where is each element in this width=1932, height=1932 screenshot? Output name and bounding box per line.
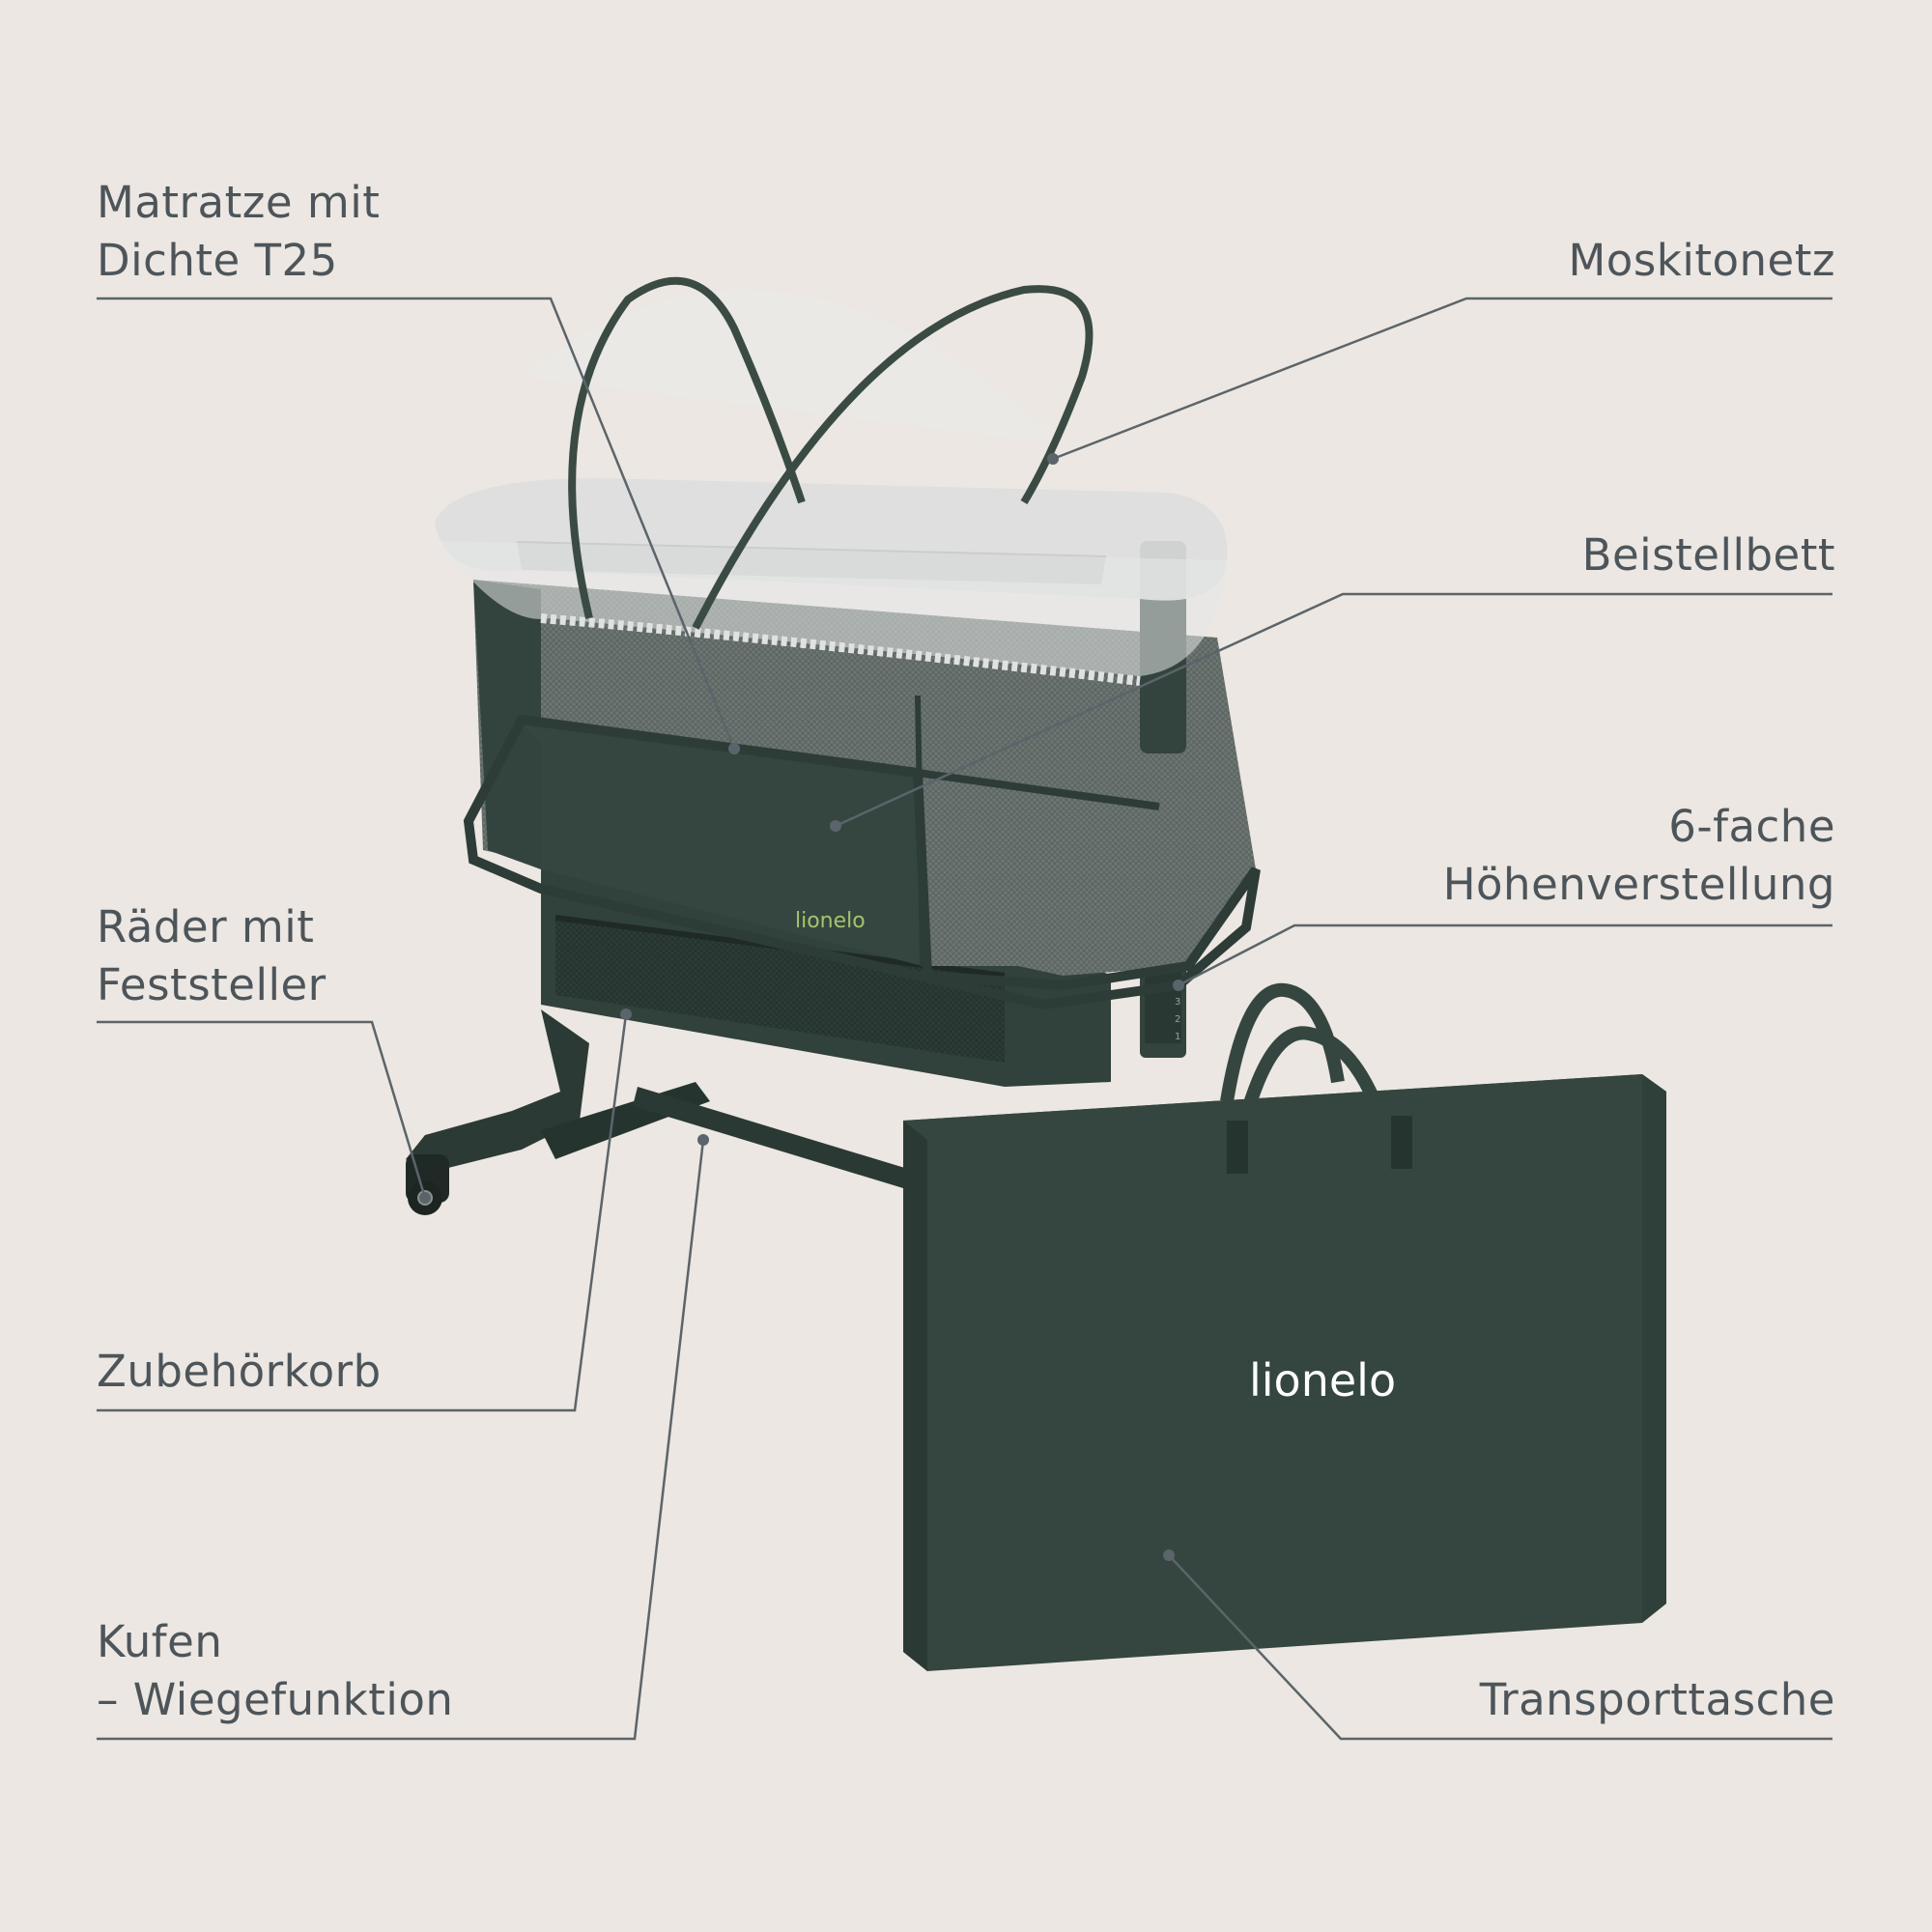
mosquito-net [435, 276, 1228, 686]
label-rockers-line1: Kufen [97, 1616, 223, 1667]
svg-text:3: 3 [1175, 997, 1180, 1008]
label-net: Moskitonetz [1568, 232, 1835, 290]
label-cot-text: Beistellbett [1581, 529, 1835, 581]
label-mattress-line2: Dichte T25 [97, 235, 338, 286]
label-wheels-line2: Feststeller [97, 959, 327, 1010]
leader-basket [97, 1013, 628, 1412]
svg-text:1: 1 [1175, 1032, 1180, 1042]
bedside-cot: lionelo [463, 541, 1261, 1010]
bag-logo: lionelo [1249, 1354, 1396, 1406]
leader-dots [419, 453, 1184, 1561]
label-mattress-line1: Matratze mit [97, 177, 381, 228]
label-bag-text: Transporttasche [1479, 1674, 1835, 1725]
label-rockers-line2: – Wiegefunktion [97, 1674, 454, 1725]
canopy-arch-2 [692, 285, 1094, 630]
label-net-text: Moskitonetz [1568, 235, 1835, 286]
cot-logo: lionelo [795, 909, 866, 933]
transport-bag: lionelo [903, 982, 1666, 1671]
leader-net [1052, 297, 1833, 461]
label-wheels-line1: Räder mit [97, 901, 315, 952]
label-height: 6-fache Höhenverstellung [1443, 798, 1835, 914]
label-wheels: Räder mit Feststeller [97, 898, 327, 1014]
cot-side-panel [517, 720, 923, 966]
label-height-line2: Höhenverstellung [1442, 859, 1835, 910]
leader-mattress [97, 297, 736, 750]
leader-wheels [97, 1020, 427, 1199]
leader-bag [1168, 1554, 1833, 1741]
rocker-bar [633, 1087, 908, 1188]
label-height-line1: 6-fache [1668, 801, 1835, 852]
accessory-basket [555, 918, 1005, 1063]
svg-text:2: 2 [1175, 1014, 1180, 1025]
label-cot: Beistellbett [1582, 526, 1835, 584]
leader-rockers [97, 1139, 705, 1741]
label-bag: Transporttasche [1480, 1671, 1835, 1729]
label-basket-text: Zubehörkorb [97, 1346, 382, 1397]
label-rockers: Kufen – Wiegefunktion [97, 1613, 453, 1729]
canopy-arch-1 [568, 276, 806, 619]
leader-lines [97, 297, 1833, 1741]
leader-cot [835, 592, 1833, 828]
leader-height [1178, 923, 1833, 987]
label-mattress: Matratze mit Dichte T25 [97, 174, 380, 290]
label-basket: Zubehörkorb [97, 1343, 382, 1401]
